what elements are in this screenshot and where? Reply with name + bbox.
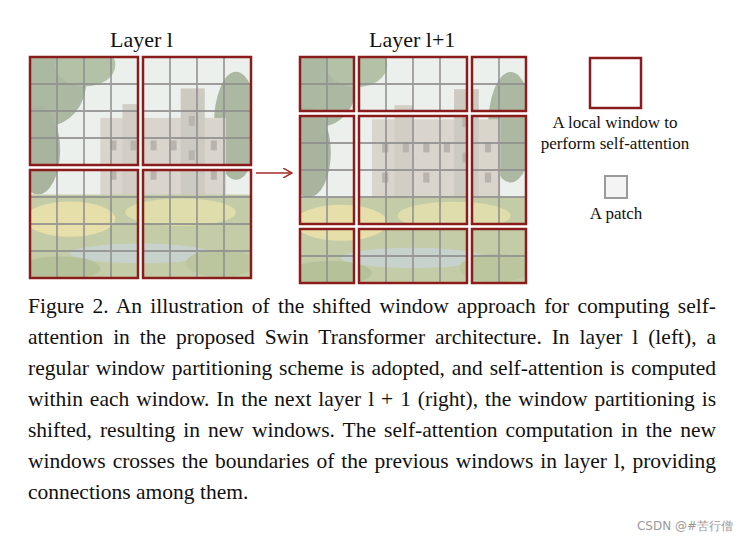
window-border	[30, 57, 526, 283]
patch-grid	[300, 57, 526, 283]
watermark: CSDN @#苦行僧	[635, 520, 735, 533]
legend-patch-sample	[605, 176, 627, 198]
photo-right	[279, 37, 533, 285]
patch-grid	[30, 57, 251, 278]
legend-text: A patch	[556, 203, 676, 224]
layer-title: Layer l	[110, 28, 173, 52]
photo-left	[10, 37, 258, 280]
legend-text: A local window to perform self-attention	[526, 112, 704, 154]
figure-caption: Figure 2. An illustration of the shifted…	[28, 291, 716, 508]
shift-arrow	[256, 172, 291, 174]
layer-title: Layer l+1	[369, 28, 455, 52]
legend-window-sample	[590, 58, 641, 108]
